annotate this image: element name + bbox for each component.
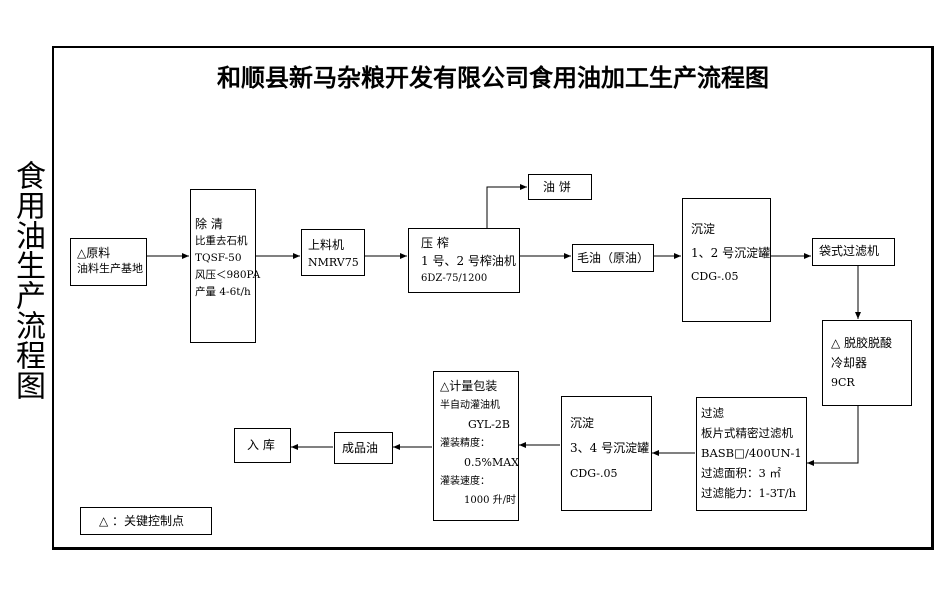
- node-press-line-2: 1 号、2 号榨油机: [421, 254, 516, 268]
- node-metering-packaging: △计量包装 半自动灌油机 GYL-2B 灌装精度： 0.5%MAX 灌装速度： …: [433, 371, 519, 521]
- node-bagfilter-line-1: 袋式过滤机: [819, 244, 880, 258]
- node-pack-line-4: 灌装精度：: [440, 438, 490, 449]
- node-oil-cake: 油 饼: [528, 174, 592, 200]
- node-feeder-line-1: 上料机: [308, 238, 345, 252]
- node-clean-line-4: 风压＜980PA: [195, 269, 261, 281]
- node-raw-line-2: 油料生产基地: [77, 262, 143, 275]
- node-degum-line-3: 9CR: [831, 376, 855, 389]
- node-pack-line-5: 0.5%MAX: [464, 456, 519, 469]
- legend-key-control-point: △ ：关键控制点: [80, 507, 212, 535]
- node-clean-line-5: 产量 4-6t/h: [195, 286, 251, 298]
- node-plate-line-1: 过滤: [701, 406, 724, 420]
- node-settle34-line-2: 3、4 号沉淀罐: [570, 441, 650, 455]
- arrow-degum-to-platefilter: [807, 406, 859, 466]
- node-storage: 入 库: [234, 428, 291, 463]
- diagram-frame: [52, 46, 934, 550]
- node-pack-line-7: 1000 升/时: [464, 495, 516, 506]
- node-clean-line-3: TQSF-50: [195, 252, 242, 264]
- node-pack-line-6: 灌装速度：: [440, 476, 490, 487]
- node-storage-line-1: 入 库: [247, 438, 275, 452]
- node-plate-line-2: 板片式精密过滤机: [701, 426, 793, 440]
- node-feeder-line-2: NMRV75: [308, 256, 359, 269]
- arrow-press-to-cake: [486, 184, 527, 228]
- node-cleaning: 除 清 比重去石机 TQSF-50 风压＜980PA 产量 4-6t/h: [190, 189, 261, 343]
- side-title: 食用油生产流程图: [10, 160, 45, 400]
- node-settle12-line-2: 1、2 号沉淀罐: [691, 246, 771, 260]
- node-feeder: 上料机 NMRV75: [301, 229, 365, 276]
- node-plate-line-5: 过滤能力：1-3T/h: [701, 486, 796, 500]
- node-plate-line-3: BASB□/400UN-1: [701, 446, 802, 460]
- node-finished-oil: 成品油: [334, 432, 393, 464]
- node-clean-line-2: 比重去石机: [195, 235, 248, 247]
- node-pack-line-1: △计量包装: [440, 379, 498, 393]
- node-degum-deacid: △ 脱胶脱酸 冷却器 9CR: [822, 320, 912, 406]
- node-settle12-line-3: CDG-.05: [691, 270, 739, 283]
- node-raw-material: △原料 油料生产基地: [70, 238, 147, 286]
- node-pressing: 压 榨 1 号、2 号榨油机 6DZ-75/1200: [408, 228, 520, 293]
- node-plate-filter: 过滤 板片式精密过滤机 BASB□/400UN-1 过滤面积：3 ㎡ 过滤能力：…: [696, 397, 807, 511]
- node-degum-line-1: △ 脱胶脱酸: [831, 336, 893, 350]
- node-bag-filter: 袋式过滤机: [812, 238, 895, 266]
- node-settle34-line-1: 沉淀: [570, 416, 595, 430]
- node-product-line-1: 成品油: [342, 441, 379, 455]
- legend-text: △ ：关键控制点: [99, 514, 185, 528]
- node-pack-line-3: GYL-2B: [468, 418, 510, 431]
- diagram-title: 和顺县新马杂粮开发有限公司食用油加工生产流程图: [217, 64, 769, 92]
- node-settling-1-2: 沉淀 1、2 号沉淀罐 CDG-.05: [682, 198, 771, 322]
- node-press-line-3: 6DZ-75/1200: [421, 273, 488, 284]
- node-degum-line-2: 冷却器: [831, 356, 868, 370]
- node-press-line-1: 压 榨: [421, 236, 449, 250]
- node-crude-line-1: 毛油（原油）: [577, 251, 650, 265]
- node-pack-line-2: 半自动灌油机: [440, 400, 500, 411]
- node-clean-line-1: 除 清: [195, 217, 223, 231]
- node-settling-3-4: 沉淀 3、4 号沉淀罐 CDG-.05: [561, 396, 652, 511]
- node-plate-line-4: 过滤面积：3 ㎡: [701, 466, 781, 480]
- node-settle34-line-3: CDG-.05: [570, 467, 618, 480]
- node-raw-line-1: △原料: [77, 246, 111, 260]
- node-cake-line-1: 油 饼: [543, 180, 571, 194]
- node-settle12-line-1: 沉淀: [691, 222, 716, 236]
- node-crude-oil: 毛油（原油）: [572, 244, 654, 272]
